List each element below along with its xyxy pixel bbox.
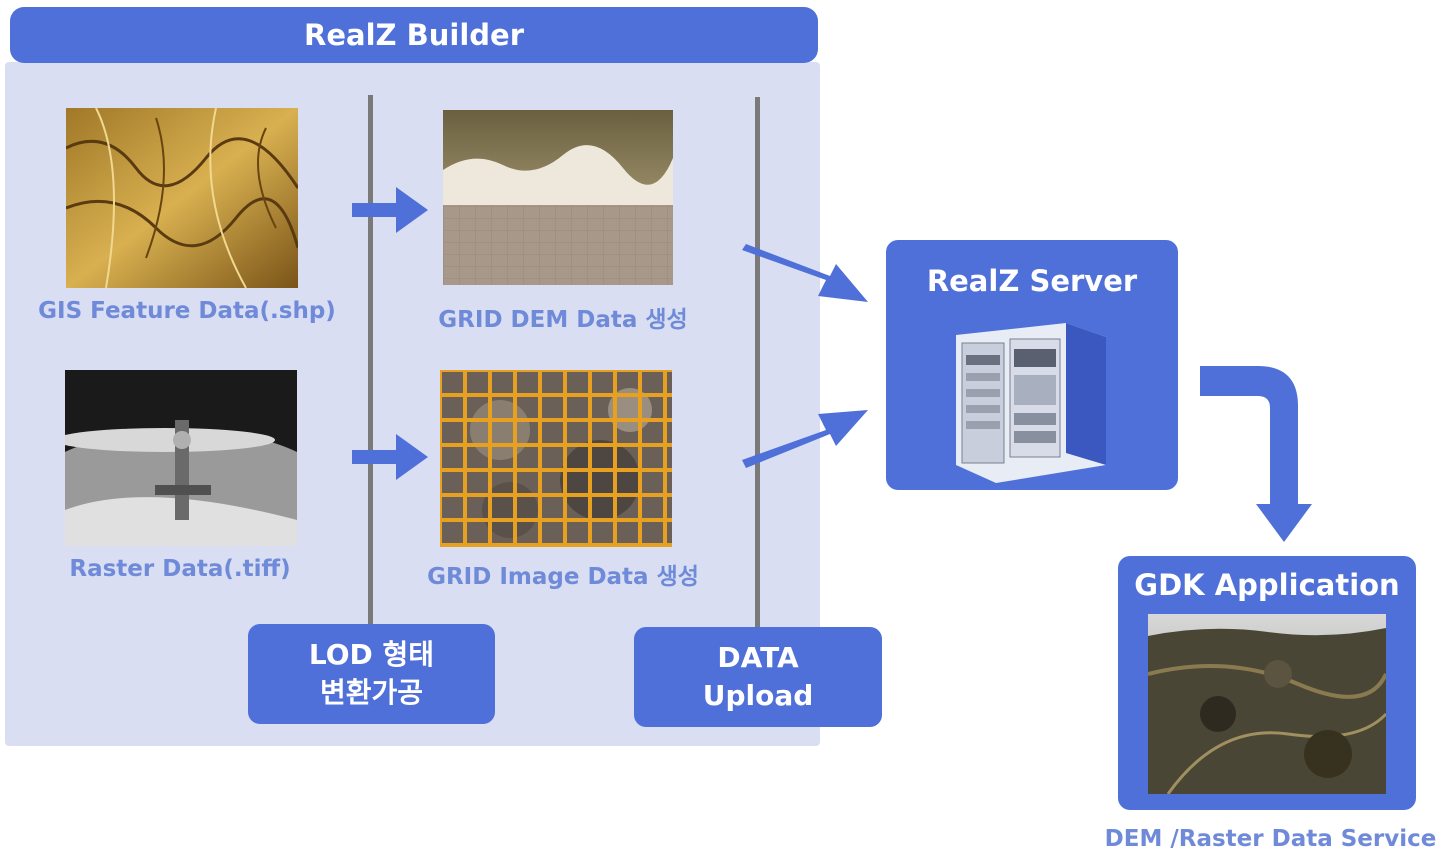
gis-feature-image	[66, 108, 298, 288]
grid-dem-caption: GRID DEM Data 생성	[438, 307, 688, 333]
grid-dem-image	[443, 110, 673, 285]
server-cabinet-icon	[956, 323, 1106, 483]
right-arrow-icon	[352, 434, 428, 480]
lod-conversion-box: LOD 형태 변환가공	[248, 624, 495, 724]
gdk-caption: DEM /Raster Data Service	[1104, 826, 1437, 852]
data-upload-box: DATA Upload	[634, 627, 882, 727]
grid-image-caption: GRID Image Data 생성	[427, 564, 699, 590]
gdk-application-title: GDK Application	[1134, 568, 1400, 602]
down-arrow-icon	[1200, 366, 1312, 542]
right-arrow-icon	[742, 410, 868, 468]
right-arrow-icon	[742, 244, 868, 302]
realz-server-box: RealZ Server	[886, 240, 1178, 490]
gis-feature-caption: GIS Feature Data(.shp)	[38, 298, 336, 324]
raster-data-image	[65, 370, 297, 546]
gdk-application-box: GDK Application	[1118, 556, 1416, 810]
data-upload-line-2: Upload	[702, 679, 814, 712]
gdk-terrain-image	[1148, 614, 1386, 794]
realz-server-title: RealZ Server	[926, 264, 1138, 298]
separator-line-1	[368, 95, 373, 625]
raster-data-caption: Raster Data(.tiff)	[69, 556, 291, 582]
data-upload-line-1: DATA	[717, 641, 799, 674]
lod-line-2: 변환가공	[319, 676, 424, 709]
grid-image-image	[440, 370, 672, 547]
right-arrow-icon	[352, 187, 428, 233]
lod-line-1: LOD 형태	[308, 638, 435, 671]
builder-title: RealZ Builder	[10, 7, 818, 63]
separator-line-2	[755, 97, 760, 627]
